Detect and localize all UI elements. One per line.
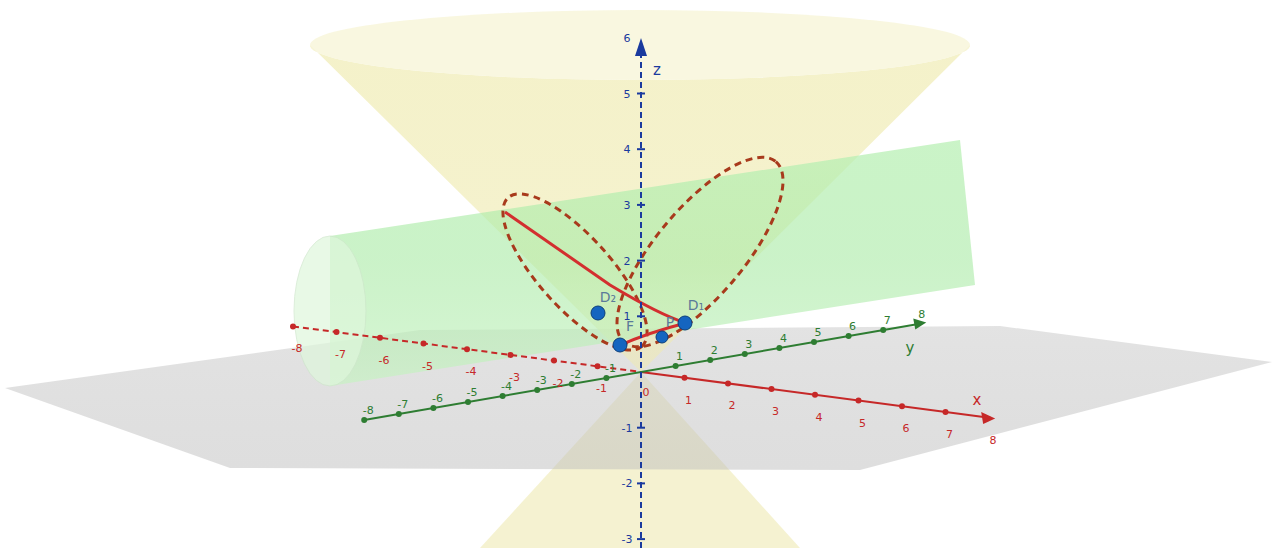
x-tick bbox=[551, 358, 557, 364]
point-label: F bbox=[626, 319, 634, 333]
point-label: D₂ bbox=[600, 290, 616, 304]
x-tick bbox=[769, 386, 775, 392]
x-tick bbox=[856, 398, 862, 404]
cylinder-end bbox=[294, 236, 366, 386]
z-tick bbox=[637, 315, 645, 317]
tick-label: -7 bbox=[335, 349, 346, 360]
tick-label: -5 bbox=[467, 387, 478, 398]
x-tick bbox=[682, 375, 688, 381]
tick-label: 8 bbox=[990, 434, 997, 445]
x-tick bbox=[508, 352, 514, 358]
cone-rim bbox=[310, 10, 970, 80]
tick-label: 3 bbox=[624, 199, 631, 210]
z-tick bbox=[637, 482, 645, 484]
tick-label: 4 bbox=[624, 144, 631, 155]
axes bbox=[290, 38, 995, 548]
point bbox=[591, 306, 692, 352]
y-tick bbox=[465, 399, 471, 405]
y-tick bbox=[361, 417, 367, 423]
axis-arrow bbox=[981, 412, 995, 424]
z-tick bbox=[637, 260, 645, 262]
tick-label: -6 bbox=[379, 354, 390, 365]
z-tick bbox=[637, 204, 645, 206]
y-tick bbox=[534, 387, 540, 393]
tick-label: 3 bbox=[772, 406, 779, 417]
tick-label: -5 bbox=[422, 360, 433, 371]
x-tick bbox=[421, 341, 427, 347]
y-tick bbox=[500, 393, 506, 399]
tick-label: -7 bbox=[397, 399, 408, 410]
tick-label: 5 bbox=[624, 88, 631, 99]
tick-label: 0 bbox=[643, 387, 650, 398]
tick-label: 2 bbox=[711, 345, 718, 356]
tick-label: -3 bbox=[536, 375, 547, 386]
tick-label: -4 bbox=[466, 366, 477, 377]
z-axis bbox=[640, 52, 642, 548]
axis-arrow bbox=[635, 38, 647, 56]
y-tick bbox=[430, 405, 436, 411]
tick-label: 7 bbox=[946, 428, 953, 439]
tick-label: -2 bbox=[553, 377, 564, 388]
z-tick bbox=[637, 148, 645, 150]
tick-label: 7 bbox=[884, 315, 891, 326]
tick-label: -1 bbox=[622, 422, 633, 433]
y-tick bbox=[846, 333, 852, 339]
tick-label: -3 bbox=[622, 534, 633, 545]
tick-label: -8 bbox=[292, 343, 303, 354]
x-tick bbox=[899, 403, 905, 409]
tick-label: 1 bbox=[676, 351, 683, 362]
tick-label: 3 bbox=[745, 339, 752, 350]
axis-label: y bbox=[906, 341, 915, 356]
y-tick bbox=[707, 357, 713, 363]
tick-label: 4 bbox=[780, 333, 787, 344]
axis-label: z bbox=[653, 63, 661, 78]
y-tick bbox=[776, 345, 782, 351]
y-tick bbox=[569, 381, 575, 387]
tick-label: 8 bbox=[918, 309, 925, 320]
tick-label: -4 bbox=[501, 381, 512, 392]
point-label: P bbox=[666, 315, 674, 329]
tick-label: -1 bbox=[605, 363, 616, 374]
y-tick bbox=[673, 363, 679, 369]
cylinder bbox=[330, 140, 975, 386]
y-tick bbox=[603, 375, 609, 381]
y-tick bbox=[811, 339, 817, 345]
y-tick bbox=[396, 411, 402, 417]
z-tick bbox=[637, 538, 645, 540]
tick-label: -8 bbox=[363, 405, 374, 416]
z-tick bbox=[637, 93, 645, 95]
tick-label: 6 bbox=[849, 321, 856, 332]
tick-label: -1 bbox=[596, 383, 607, 394]
x-tick bbox=[812, 392, 818, 398]
y-tick bbox=[742, 351, 748, 357]
x-tick bbox=[725, 380, 731, 386]
tick-label: 4 bbox=[816, 411, 823, 422]
tick-label: 2 bbox=[624, 255, 631, 266]
tick-label: 6 bbox=[624, 32, 631, 43]
tick-label: 2 bbox=[729, 400, 736, 411]
x-tick bbox=[377, 335, 383, 341]
x-tick bbox=[464, 346, 470, 352]
z-tick bbox=[637, 427, 645, 429]
point-label: D₁ bbox=[688, 298, 704, 312]
tick-label: 6 bbox=[903, 423, 910, 434]
x-tick bbox=[943, 409, 949, 415]
x-tick bbox=[290, 323, 296, 329]
axis-arrow bbox=[913, 318, 926, 329]
x-tick bbox=[595, 363, 601, 369]
x-tick bbox=[334, 329, 340, 335]
tick-label: -6 bbox=[432, 393, 443, 404]
intersection-curve-front bbox=[505, 212, 686, 323]
tick-label: -2 bbox=[570, 369, 581, 380]
tick-label: -2 bbox=[622, 478, 633, 489]
y-tick bbox=[880, 327, 886, 333]
axis-label: x bbox=[973, 393, 982, 408]
tick-label: 5 bbox=[815, 327, 822, 338]
intersection-curve bbox=[481, 133, 809, 370]
tick-label: 1 bbox=[685, 394, 692, 405]
tick-label: 5 bbox=[859, 417, 866, 428]
y-axis bbox=[364, 323, 921, 420]
